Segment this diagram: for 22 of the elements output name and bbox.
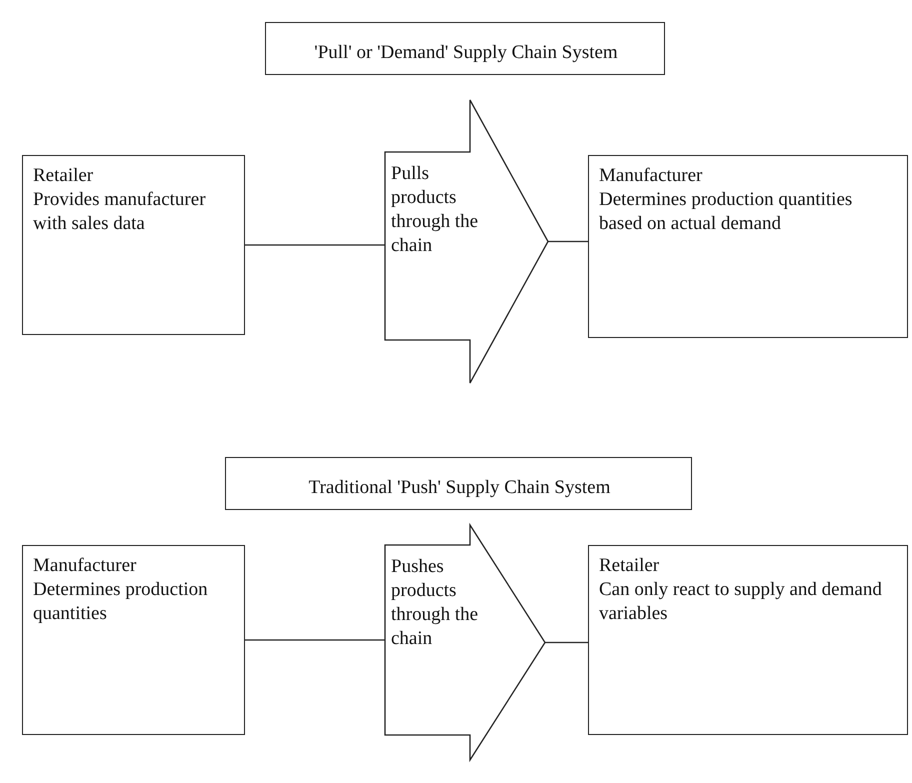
box-heading: Manufacturer — [599, 164, 704, 188]
text-box — [588, 155, 908, 338]
box-text: Provides manufacturer with sales data — [33, 188, 207, 236]
title-box — [225, 457, 692, 510]
text-box — [588, 545, 908, 735]
box-heading: Manufacturer — [33, 554, 138, 578]
connector-line — [245, 639, 385, 641]
title-text: Traditional 'Push' Supply Chain System — [308, 476, 610, 500]
box-text: Can only react to supply and demand variables — [599, 578, 883, 626]
title-box — [265, 22, 665, 75]
title-text: 'Pull' or 'Demand' Supply Chain System — [314, 40, 618, 64]
connector-line — [245, 244, 385, 246]
arrow-label: Pushes products through the chain — [391, 555, 480, 651]
text-box — [22, 155, 245, 335]
connector-line — [548, 240, 588, 242]
box-text: Determines production quantities — [33, 578, 209, 626]
box-heading: Retailer — [599, 554, 660, 578]
box-heading: Retailer — [33, 164, 94, 188]
text-box — [22, 545, 245, 735]
box-text: Determines production quantities based on actual demand — [599, 188, 854, 236]
connector-line — [545, 642, 588, 644]
arrow-label: Pulls products through the chain — [391, 162, 480, 258]
